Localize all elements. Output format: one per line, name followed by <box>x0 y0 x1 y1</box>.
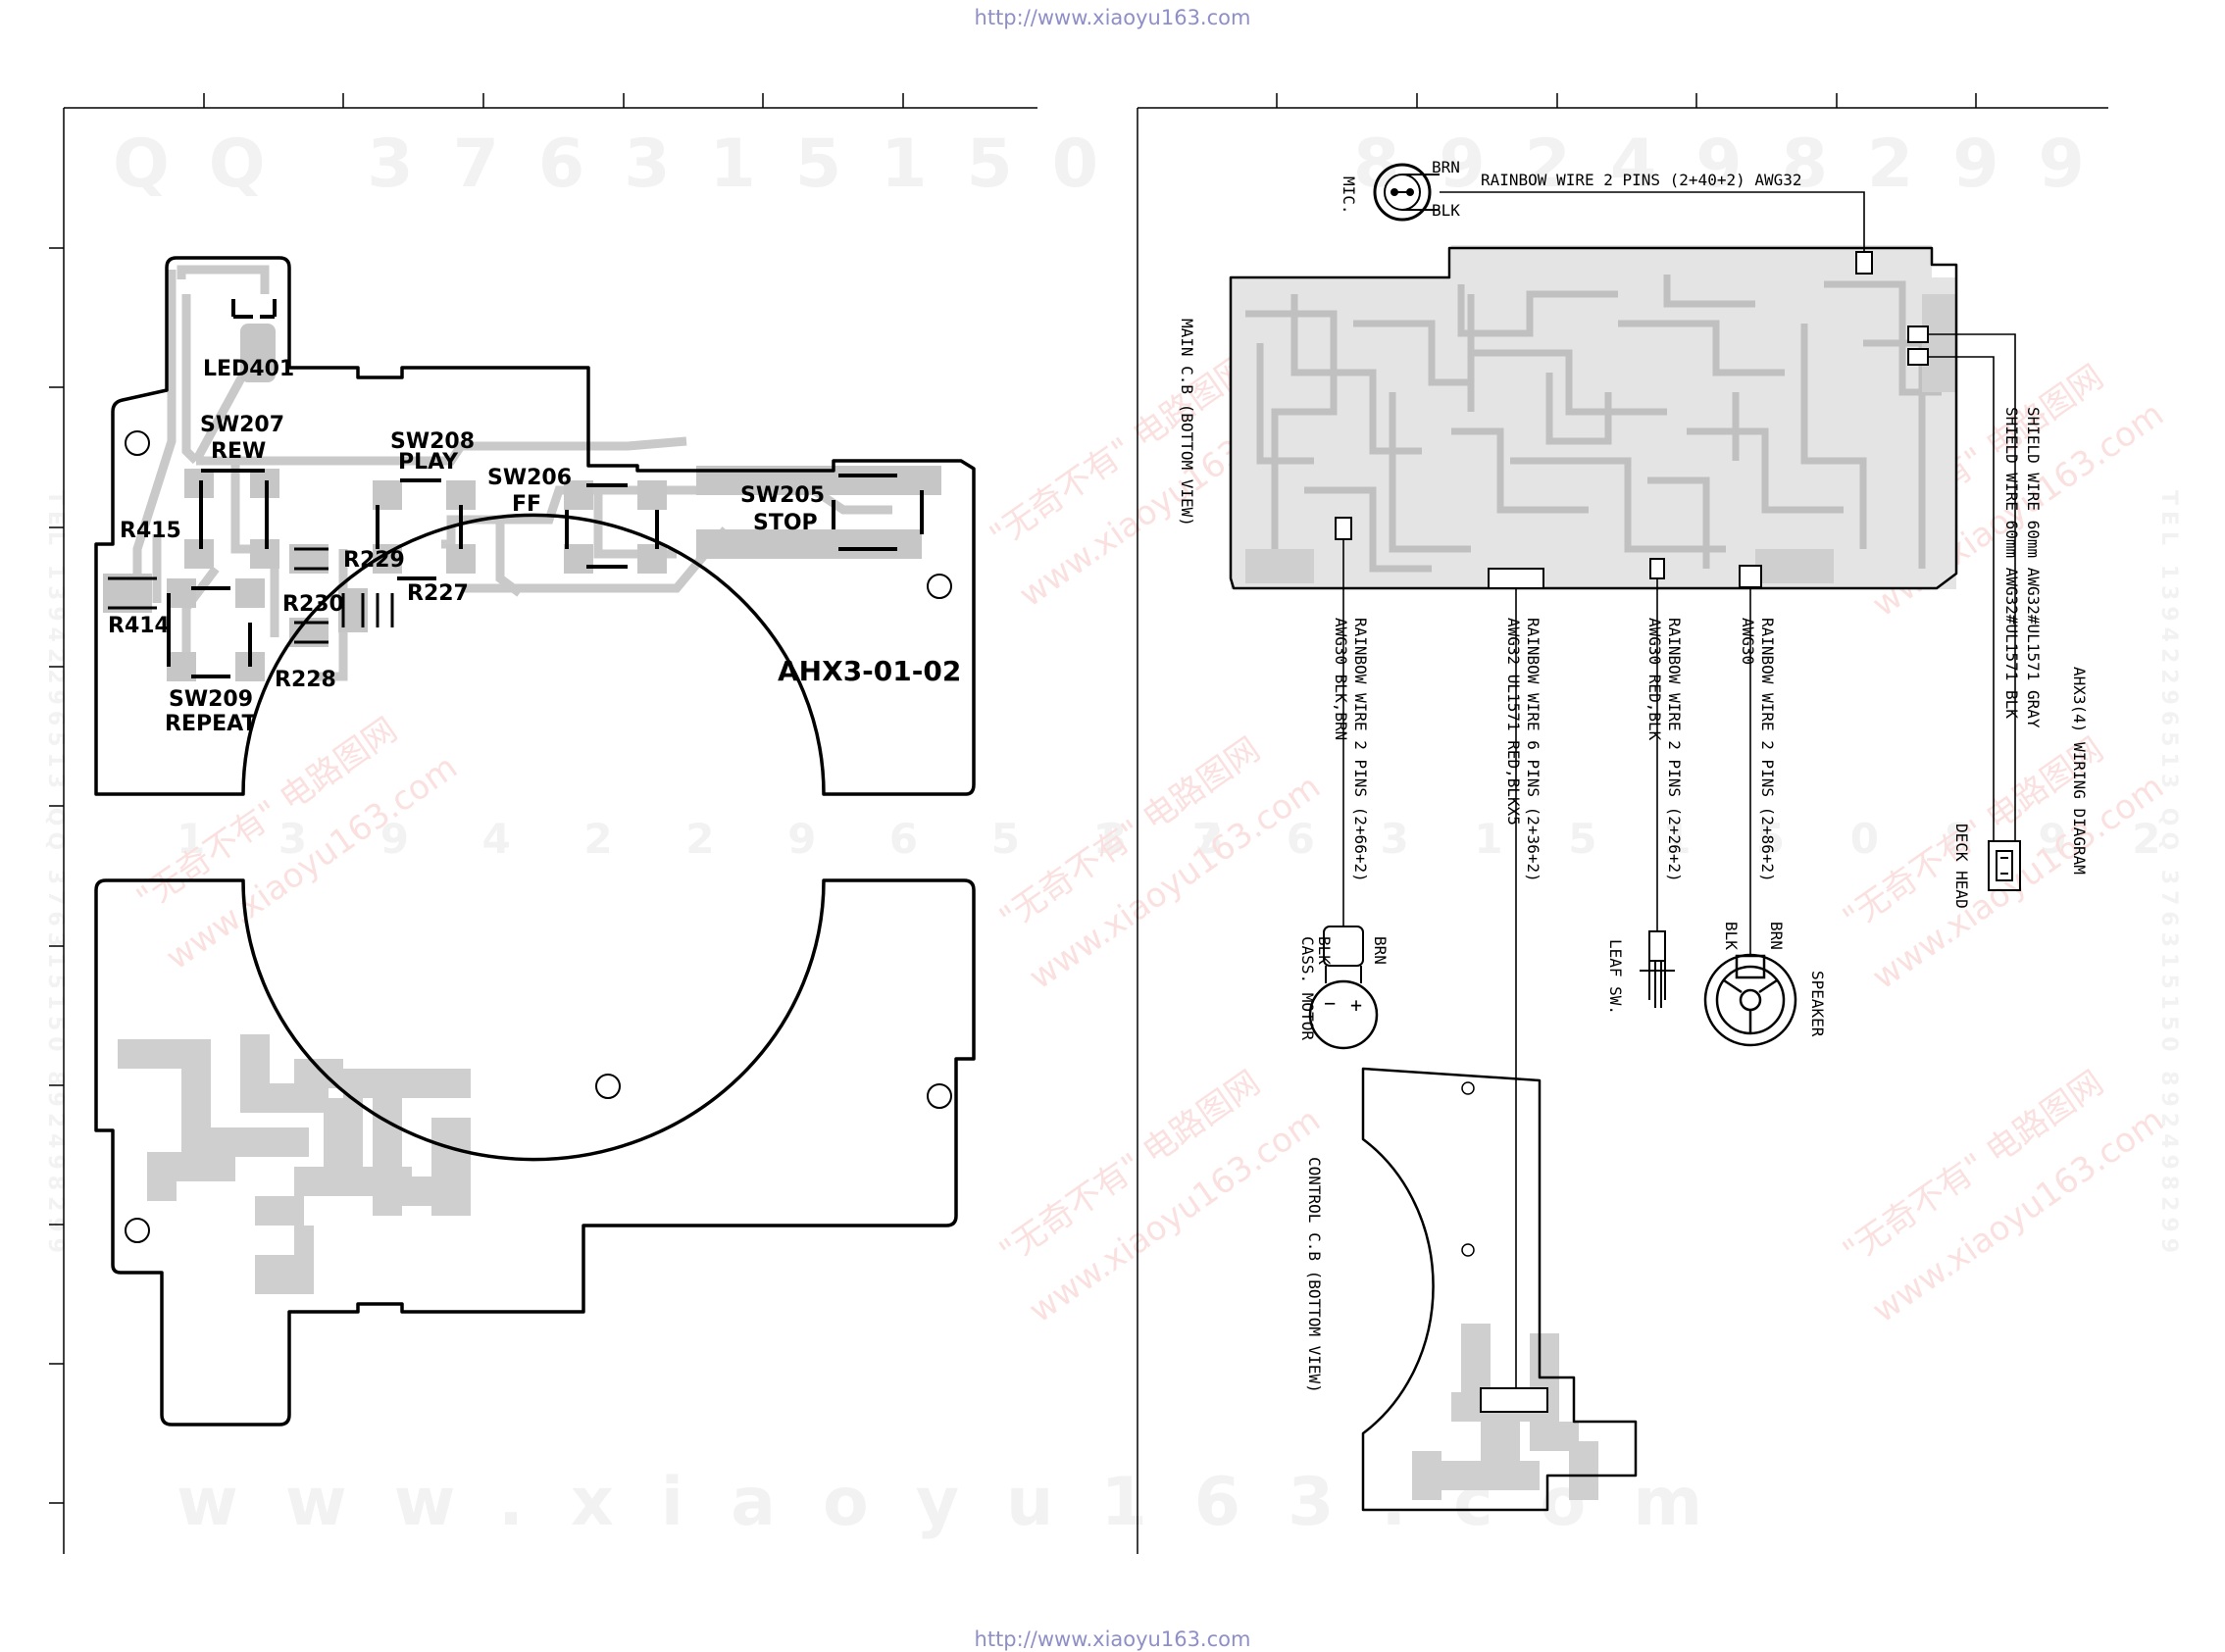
mic-component <box>1373 163 1440 222</box>
watermark-middle: 1 3 9 4 2 2 9 6 5 1 3 <box>177 815 1253 863</box>
label-motor-blk: BLK <box>1315 936 1334 965</box>
wire-runs <box>1342 191 2016 1392</box>
label-sw206: SW206 <box>487 466 572 490</box>
mount-hole <box>125 430 150 456</box>
top-ruler-ticks-left <box>203 93 904 108</box>
label-sw205-func: STOP <box>753 511 818 535</box>
label-r230: R230 <box>282 592 344 617</box>
label-mic-blk: BLK <box>1432 201 1460 220</box>
label-leaf-wire-1: RAINBOW WIRE 2 PINS (2+26+2) <box>1665 618 1684 882</box>
switch-board-bottom <box>94 878 976 1427</box>
control-cb-outline <box>1361 1067 1638 1512</box>
watermark-side-right: TEL 13942296513 QQ 376315150 892498299 <box>2156 490 2181 1259</box>
label-sw208: SW208 <box>390 429 475 454</box>
deck-wire-1 <box>1928 333 2016 841</box>
label-r228: R228 <box>275 668 336 692</box>
connector-deck-1 <box>1907 325 1929 343</box>
label-deck-wire-2: SHIELD WIRE 60mm AWG32#UL1571 BLK <box>2002 407 2021 719</box>
connector-control <box>1488 568 1544 589</box>
mount-hole <box>1461 1081 1475 1095</box>
connector-leaf <box>1649 558 1665 579</box>
label-deck-wire-1: SHIELD WIRE 60mm AWG32#UL1571 GRAY <box>2024 407 2043 728</box>
label-mic-wire: RAINBOW WIRE 2 PINS (2+40+2) AWG32 <box>1481 171 1802 189</box>
label-speaker-brn: BRN <box>1767 922 1786 950</box>
label-speaker-wire-2: AWG30 <box>1739 618 1757 665</box>
label-diagram-title: AHX3(4) WIRING DIAGRAM <box>2070 667 2089 875</box>
label-r229: R229 <box>343 548 405 573</box>
mount-hole <box>1461 1243 1475 1257</box>
connector-mic <box>1855 251 1873 275</box>
label-r414: R414 <box>108 614 170 638</box>
label-control-wire-1: RAINBOW WIRE 6 PINS (2+36+2) <box>1524 618 1542 882</box>
connector-motor <box>1335 517 1352 540</box>
connector-control-cb <box>1480 1387 1548 1413</box>
label-sw207-func: REW <box>211 439 266 464</box>
watermark-left-top: QQ 376315150 <box>113 125 1138 203</box>
header-url[interactable]: http://www.xiaoyu163.com <box>974 6 1251 29</box>
wiring-diagram: MIC. BRN BLK RAINBOW WIRE 2 PINS (2+40+2… <box>1178 158 2089 1512</box>
mount-hole <box>125 1218 150 1243</box>
watermark-middle-right: 3 7 6 3 1 5 1 5 0 8 9 2 4 9 8 <box>1098 815 2225 863</box>
page-frame <box>49 93 2108 1554</box>
board-code: AHX3-01-02 <box>778 655 961 687</box>
label-r227: R227 <box>407 581 469 606</box>
main-cb-connectors <box>1335 251 1929 589</box>
connector-deck-2 <box>1907 348 1929 366</box>
label-speaker: SPEAKER <box>1808 971 1827 1037</box>
mount-hole <box>595 1074 621 1099</box>
mic-wire <box>1440 191 1865 252</box>
label-r415: R415 <box>120 519 181 543</box>
label-motor-wire-2: AWG30 BLK,BRN <box>1332 618 1350 740</box>
foil-pattern <box>118 1034 471 1294</box>
switch-board-top: LED401 SW207 REW SW208 PLAY SW206 FF SW2… <box>94 256 976 796</box>
label-speaker-wire-1: RAINBOW WIRE 2 PINS (2+86+2) <box>1758 618 1777 882</box>
label-motor-wire-1: RAINBOW WIRE 2 PINS (2+66+2) <box>1351 618 1370 882</box>
label-leaf-wire-2: AWG30 RED,BLK <box>1645 618 1664 741</box>
footer-url[interactable]: http://www.xiaoyu163.com <box>974 1627 1251 1651</box>
connector-speaker <box>1739 565 1762 588</box>
label-sw208-func: PLAY <box>398 450 459 475</box>
mount-hole <box>927 574 952 599</box>
watermark-right-top: 892498299 <box>1353 125 2124 203</box>
label-deck-head: DECK HEAD <box>1952 824 1971 909</box>
label-sw205: SW205 <box>740 483 825 508</box>
label-speaker-blk: BLK <box>1722 922 1741 950</box>
switch-contact-marks <box>167 299 924 678</box>
label-sw206-func: FF <box>512 492 541 517</box>
label-motor-brn: BRN <box>1371 936 1390 965</box>
label-motor-minus: − <box>1324 991 1336 1015</box>
label-sw207: SW207 <box>200 413 284 437</box>
label-control-wire-2: AWG32 UL1571 RED,BLKX5 <box>1504 618 1523 826</box>
label-led401: LED401 <box>203 357 294 381</box>
label-mic-brn: BRN <box>1432 158 1460 176</box>
main-cb-foil <box>1231 245 1956 589</box>
label-sw209-func: REPEAT <box>165 712 256 736</box>
label-sw209: SW209 <box>169 687 253 712</box>
cass-motor-component <box>1308 926 1379 1050</box>
speaker-component <box>1703 953 1797 1047</box>
label-motor-plus: + <box>1350 993 1362 1017</box>
left-ruler-ticks <box>49 247 64 1504</box>
label-control-cb: CONTROL C.B (BOTTOM VIEW) <box>1305 1157 1324 1393</box>
label-main-cb: MAIN C.B (BOTTOM VIEW) <box>1178 319 1196 526</box>
label-mic: MIC. <box>1340 176 1358 215</box>
label-leaf-switch: LEAF SW. <box>1606 939 1625 1015</box>
label-cass-motor: CASS. MOTOR <box>1298 936 1317 1040</box>
resistor-marks <box>108 547 394 644</box>
deck-head-component <box>1988 840 2021 891</box>
deck-wire-2 <box>1928 356 1995 841</box>
switch-board-pads <box>103 324 941 681</box>
top-ruler-ticks-right <box>1276 93 1977 108</box>
main-cb-outline <box>1229 246 1958 590</box>
foil-board-outline <box>94 878 976 1427</box>
leaf-switch-component <box>1640 930 1675 1008</box>
mount-hole <box>927 1083 952 1109</box>
